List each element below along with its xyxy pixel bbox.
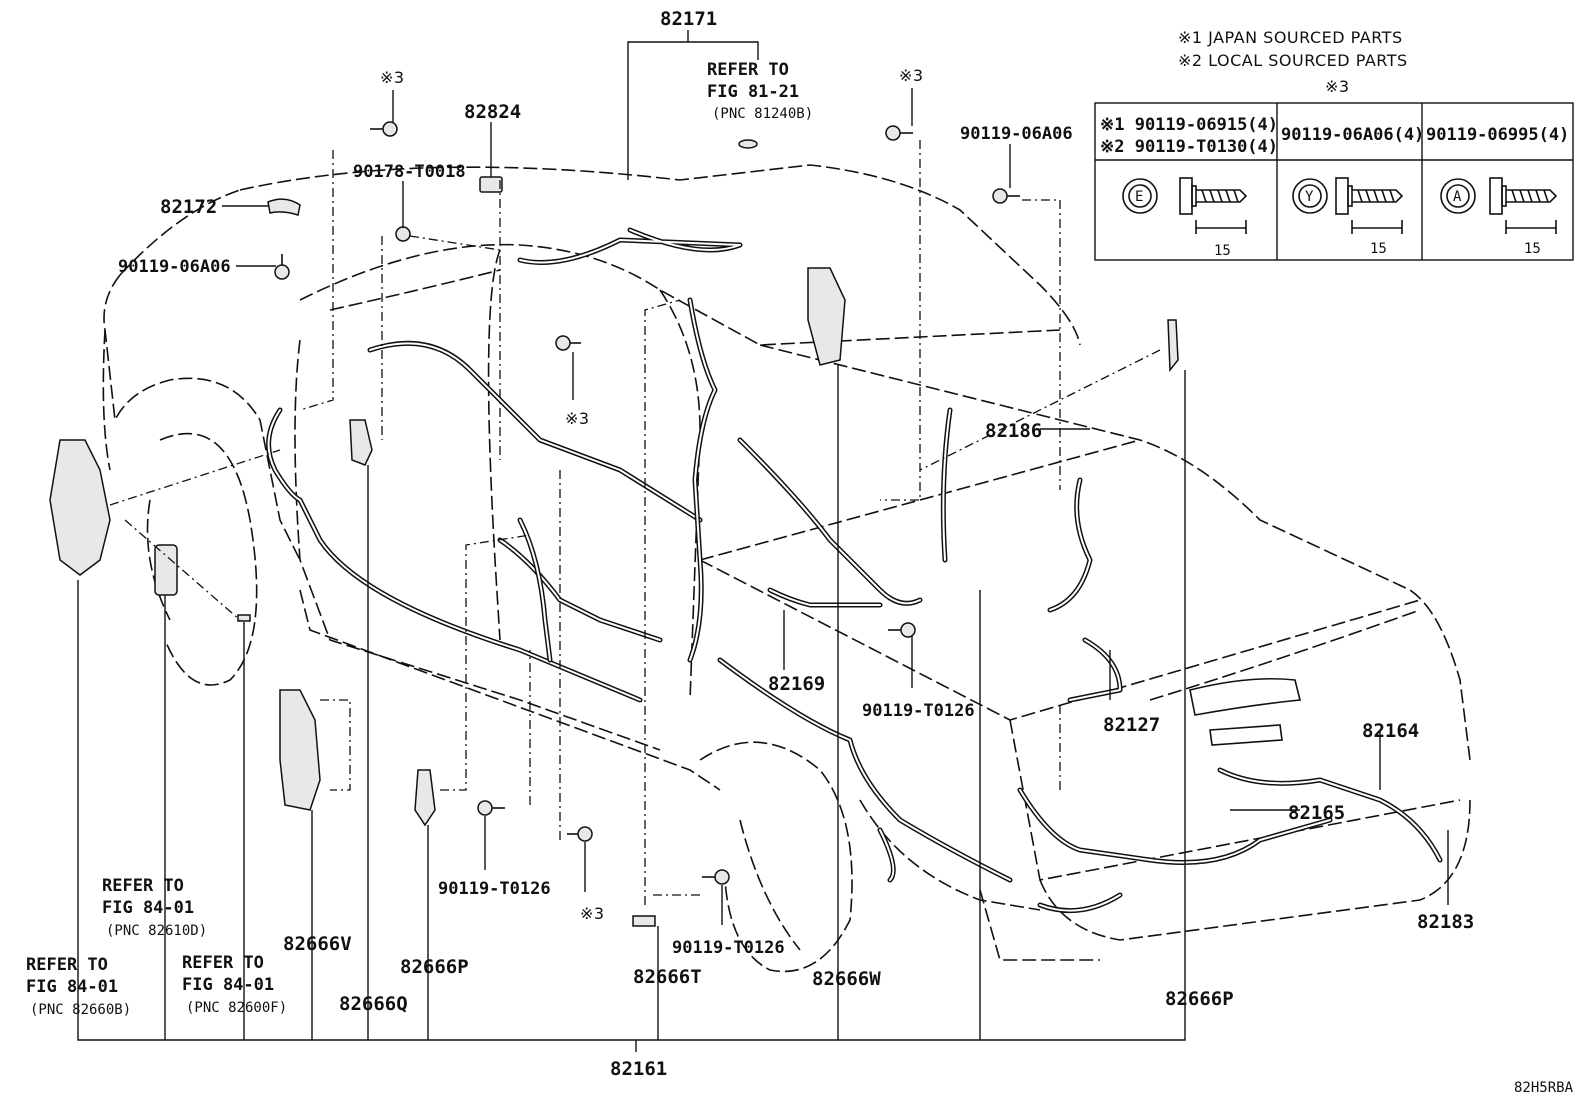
part-label-82172: 82172 [160, 196, 217, 218]
component-blocks [49, 139, 1179, 927]
bolt-icon [567, 826, 593, 842]
bolt-symbols [274, 121, 1020, 885]
bolt-icon [477, 800, 505, 816]
part-label-82127: 82127 [1103, 714, 1160, 736]
part-label-82666p-right: 82666P [1165, 988, 1234, 1010]
bolt-dim-1: 15 [1214, 243, 1231, 259]
bolt-table-japan-pn: ※1 90119-06915(4) [1100, 115, 1278, 135]
ref-82600f-line1: REFER TO [182, 953, 264, 973]
reference-callouts: REFER TO FIG 81-21 (PNC 81240B) REFER TO… [26, 60, 813, 1018]
part-label-s3-top: ※3 [380, 68, 405, 87]
ref-82610d-line2: FIG 84-01 [102, 898, 194, 918]
bracket-82666p-left [414, 769, 436, 827]
part-label-s3-bottom: ※3 [580, 904, 605, 923]
ref-81-21-line3: (PNC 81240B) [712, 106, 813, 122]
bolt-icon [702, 869, 730, 885]
bracket-82666q [349, 419, 373, 466]
bolt-icon [555, 335, 581, 351]
ref-82660b-line3: (PNC 82660B) [30, 1002, 131, 1018]
bolt-side-view-icon [1489, 177, 1558, 234]
part-label-s3-middle: ※3 [565, 409, 590, 428]
part-labels: 82171 82824 90178-T0018 82172 90119-06A0… [118, 8, 1474, 1080]
ref-82600f-line2: FIG 84-01 [182, 975, 274, 995]
connector-82824 [479, 176, 503, 193]
mark-y-icon [1292, 178, 1328, 214]
diagram-code: 82H5RBA [1514, 1080, 1574, 1096]
ref-82610d-line3: (PNC 82610D) [106, 923, 207, 939]
part-label-82666q: 82666Q [339, 993, 408, 1015]
bracket-front-left [49, 439, 111, 576]
part-label-90178-t0018: 90178-T0018 [353, 162, 466, 182]
leader-lines [77, 30, 1449, 1052]
part-label-82824: 82824 [464, 101, 521, 123]
ref-82660b-line2: FIG 84-01 [26, 977, 118, 997]
bolt-side-view-icon [1179, 177, 1248, 234]
ref-81-21-line1: REFER TO [707, 60, 789, 80]
sensor-82666p-right [1167, 319, 1179, 373]
connector-82666t [632, 915, 656, 927]
note-japan-sourced: ※1 JAPAN SOURCED PARTS [1178, 28, 1403, 47]
bolt-icon [370, 121, 398, 137]
part-label-s3-right: ※3 [899, 66, 924, 85]
mark-e-icon [1122, 178, 1158, 214]
part-label-82161: 82161 [610, 1058, 667, 1080]
bolt-table-col2-pn: 90119-06A06(4) [1281, 125, 1424, 145]
part-label-82171: 82171 [660, 8, 717, 30]
part-label-82666v: 82666V [283, 933, 352, 955]
part-label-82165: 82165 [1288, 802, 1345, 824]
part-label-82169: 82169 [768, 673, 825, 695]
part-label-90119-t0126-bottom: 90119-T0126 [672, 938, 785, 958]
part-label-82183: 82183 [1417, 911, 1474, 933]
small-connector-front [237, 614, 251, 622]
bolt-table-local-pn: ※2 90119-T0130(4) [1100, 137, 1278, 157]
part-label-90119-06a06-right: 90119-06A06 [960, 124, 1073, 144]
vehicle-body-outline [102, 164, 1471, 973]
bolt-dim-3: 15 [1524, 241, 1541, 257]
bolt-icon [888, 622, 916, 638]
mark-a-letter: A [1453, 189, 1462, 205]
clip-82172 [267, 198, 301, 216]
bracket-82666v [279, 689, 321, 811]
mark-y-letter: Y [1305, 189, 1314, 205]
part-label-90119-t0126-left: 90119-T0126 [438, 879, 551, 899]
bolt-icon [992, 188, 1020, 204]
grommet-90178 [395, 226, 411, 242]
note-ref3: ※3 [1325, 77, 1350, 96]
ref-82600f-line3: (PNC 82600F) [186, 1000, 287, 1016]
part-label-90119-t0126-mid: 90119-T0126 [862, 701, 975, 721]
part-label-82186: 82186 [985, 420, 1042, 442]
mark-a-icon [1440, 178, 1476, 214]
bolt-dim-2: 15 [1370, 241, 1387, 257]
part-label-82666w: 82666W [812, 968, 881, 990]
note-local-sourced: ※2 LOCAL SOURCED PARTS [1178, 51, 1408, 70]
lamp-81240b [738, 139, 758, 149]
mark-e-letter: E [1135, 189, 1143, 205]
ref-82660b-line1: REFER TO [26, 955, 108, 975]
part-label-82666t: 82666T [633, 966, 702, 988]
bolt-spec-table: ※1 90119-06915(4) ※2 90119-T0130(4) 9011… [1094, 102, 1574, 261]
part-label-82666p-left: 82666P [400, 956, 469, 978]
legend-notes: ※1 JAPAN SOURCED PARTS ※2 LOCAL SOURCED … [1178, 28, 1408, 96]
ref-81-21-line2: FIG 81-21 [707, 82, 799, 102]
ref-82610d-line1: REFER TO [102, 876, 184, 896]
part-label-82164: 82164 [1362, 720, 1419, 742]
bolt-table-col3-pn: 90119-06995(4) [1426, 125, 1569, 145]
pillar-bracket [807, 267, 846, 366]
bolt-side-view-icon [1335, 177, 1404, 234]
part-label-90119-06a06-left: 90119-06A06 [118, 257, 231, 277]
bolt-icon [885, 125, 913, 141]
relay-block [154, 544, 178, 596]
wire-harness-group [266, 227, 1443, 914]
bolt-icon [274, 254, 290, 280]
